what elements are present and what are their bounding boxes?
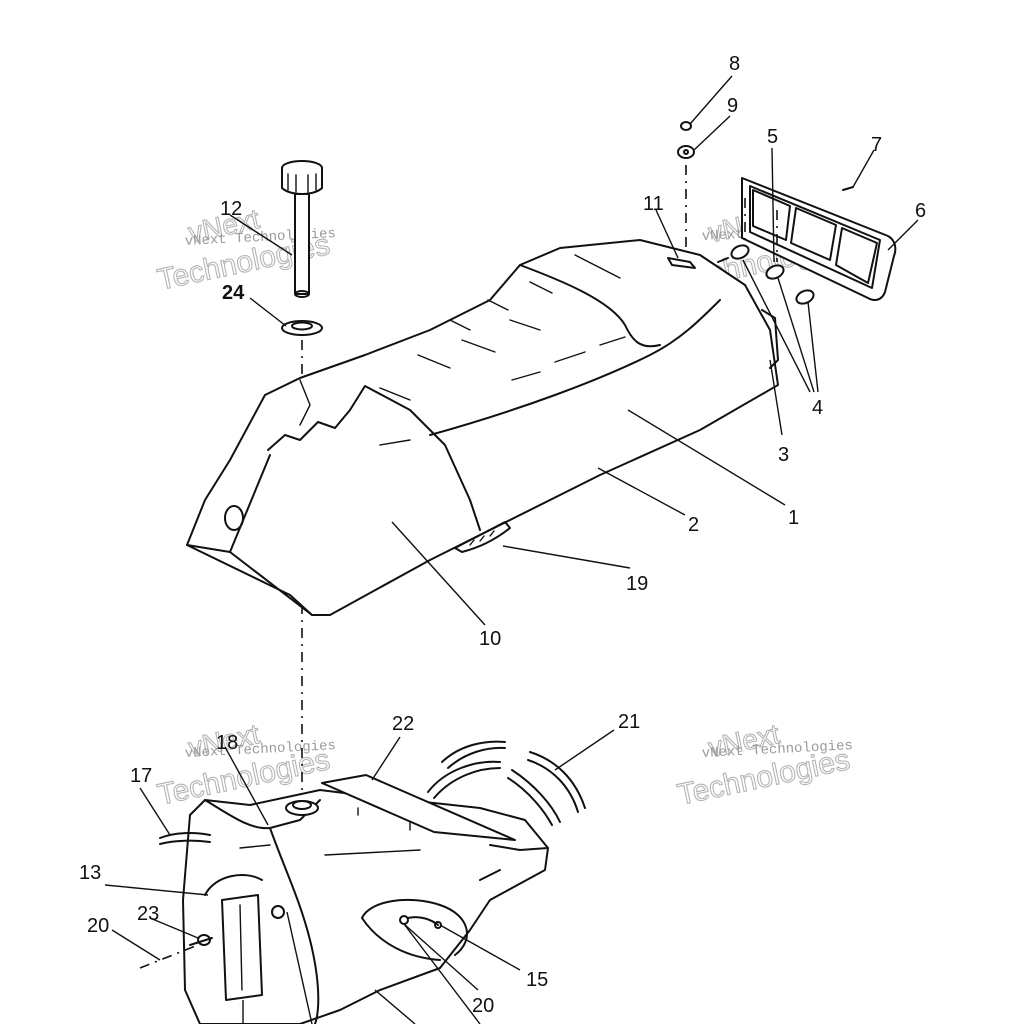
- cutaway-edge: [267, 385, 481, 531]
- lens-screw: [842, 186, 854, 191]
- label-24: 24: [222, 282, 245, 304]
- bulb-upper: [717, 244, 750, 263]
- label-4: 4: [812, 397, 823, 419]
- seat-ridge: [429, 299, 721, 436]
- washer: [677, 145, 695, 159]
- label-13: 13: [79, 862, 101, 884]
- label-19: 19: [626, 573, 648, 595]
- watermark-text: vNext Technologies: [184, 738, 336, 762]
- fuel-sender: [204, 874, 285, 1001]
- label-22: 22: [392, 713, 414, 735]
- label-23: 23: [137, 903, 159, 925]
- hose-clamp-left: [139, 944, 199, 969]
- label-7: 7: [871, 134, 882, 156]
- label-21: 21: [618, 711, 640, 733]
- label-17: 17: [130, 765, 152, 787]
- vent-hose: [159, 832, 211, 845]
- seat-bolt: [667, 257, 696, 269]
- strap: [454, 521, 511, 553]
- seat-hump: [519, 264, 661, 348]
- label-5: 5: [767, 126, 778, 148]
- part-number-labels: 8 9 5 7 6 11 12 24 4 3 1 2 19 10 22 21 1…: [79, 53, 926, 1017]
- label-18: 18: [216, 732, 238, 754]
- bulb-lower: [795, 289, 815, 305]
- label-6: 6: [915, 200, 926, 222]
- label-12: 12: [220, 198, 242, 220]
- rear-flap: [761, 309, 779, 369]
- seat-assembly: [186, 239, 779, 616]
- leader-lines: [104, 75, 919, 1024]
- rubber-strips: [427, 740, 586, 826]
- nut: [680, 121, 692, 131]
- bulb-middle: [765, 264, 785, 280]
- label-2: 2: [688, 514, 699, 536]
- label-20-left: 20: [87, 915, 109, 937]
- label-3: 3: [778, 444, 789, 466]
- label-8: 8: [729, 53, 740, 75]
- tank-shield: [321, 774, 516, 841]
- fuel-cap-gauge: [281, 160, 323, 298]
- tank-body: [182, 789, 549, 1024]
- fuel-fitting: [189, 934, 213, 946]
- front-panel-hole: [224, 505, 244, 531]
- front-panel: [186, 454, 313, 616]
- label-11: 11: [643, 193, 664, 215]
- tail-light-lens: [741, 177, 897, 301]
- seat-body: [186, 239, 779, 616]
- label-1: 1: [788, 507, 799, 529]
- label-15: 15: [526, 969, 548, 991]
- label-10: 10: [479, 628, 501, 650]
- watermark-text: vNext Technologies: [701, 738, 853, 762]
- seat-stitching: [379, 254, 626, 446]
- label-9: 9: [727, 95, 738, 117]
- label-20-right: 20: [472, 995, 494, 1017]
- cap-gasket: [281, 320, 323, 336]
